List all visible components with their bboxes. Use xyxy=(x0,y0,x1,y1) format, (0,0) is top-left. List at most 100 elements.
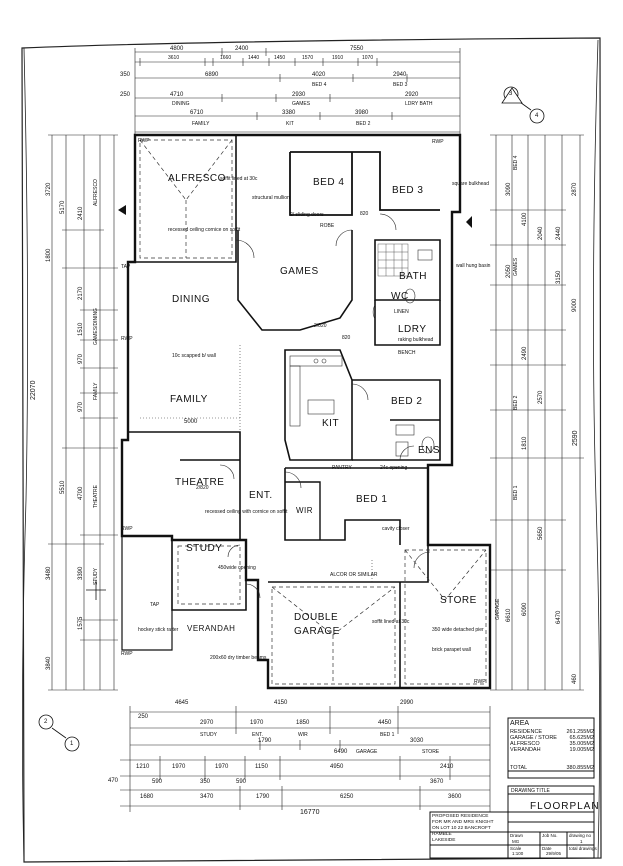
right-label-bed2: BED 2 xyxy=(513,395,519,410)
room-label-bed3: BED 3 xyxy=(392,185,424,196)
top-dim-r2-3: 1440 xyxy=(248,55,260,61)
note-soffit-garage: soffit lined at 30c xyxy=(372,619,410,625)
bottom-dim-1970-a: 1970 xyxy=(172,764,186,770)
note-structural-mullion: structural mullion xyxy=(252,195,290,201)
bottom-dim-6490: 6490 xyxy=(334,749,348,755)
room-label-wir: WIR xyxy=(296,506,314,515)
left-label-games-dining: GAMES/DINING xyxy=(93,308,99,345)
bottom-dim-4150: 4150 xyxy=(274,700,288,706)
top-dim-r2-6: 1910 xyxy=(332,55,344,61)
project-line-2: FOR MR AND MRS KNIGHT xyxy=(432,819,494,825)
note-rwp-3: RWP xyxy=(121,336,133,342)
bottom-dim-total: 16770 xyxy=(300,809,320,816)
note-raking-bulkhead: raking bulkhead xyxy=(398,337,434,343)
bottom-dim-350: 350 xyxy=(200,779,211,785)
bottom-dimension-lines xyxy=(120,706,491,812)
area-row-name: ALFRESCO xyxy=(510,741,540,747)
bottom-dim-1970: 1970 xyxy=(250,720,264,726)
section-marker-bottom-left xyxy=(38,714,80,752)
bottom-dim-2990: 2990 xyxy=(400,700,414,706)
top-dim-3380: 3380 xyxy=(282,110,296,116)
door-swings xyxy=(219,213,431,599)
room-label-bed4: BED 4 xyxy=(313,177,345,188)
bottom-dim-3670: 3670 xyxy=(430,779,444,785)
date-value: 29/9/05 xyxy=(546,851,562,856)
drawing-no-value: 1 xyxy=(580,839,583,844)
bottom-dim-1970-b: 1970 xyxy=(215,764,229,770)
right-dim-2570: 2570 xyxy=(538,390,544,404)
left-label-family: FAMILY xyxy=(93,382,99,400)
area-row-value: 19.005M2 xyxy=(569,747,594,753)
note-cavity-closer: cavity closer xyxy=(382,526,410,532)
note-door-820-a: 820 xyxy=(360,211,369,217)
section-marker-top-right xyxy=(501,86,545,124)
note-opening-24c: 24c opening xyxy=(380,465,408,471)
room-label-theatre: THEATRE xyxy=(175,477,225,488)
room-label-ens: ENS xyxy=(418,445,441,456)
note-pantry: PANTRY xyxy=(332,465,352,471)
top-dim-2940: 2940 xyxy=(393,72,407,78)
room-label-family: FAMILY xyxy=(170,394,208,405)
room-label-study: STUDY xyxy=(186,543,223,554)
area-total-label: TOTAL xyxy=(510,765,528,771)
top-dim-r2-2: 1660 xyxy=(220,55,232,61)
top-dim-7550: 7550 xyxy=(350,46,364,52)
bottom-label-garage: GARAGE xyxy=(356,749,378,755)
project-line-1: PROPOSED RESIDENCE xyxy=(432,814,489,819)
area-total-value: 380.855M2 xyxy=(566,765,594,771)
bottom-dim-2970: 2970 xyxy=(200,720,214,726)
bottom-dim-3600: 3600 xyxy=(448,794,462,800)
drawn-value: MG xyxy=(512,839,520,844)
room-label-store: STORE xyxy=(440,595,477,606)
note-door-820-b: 820 xyxy=(342,335,351,341)
bottom-dim-1850: 1850 xyxy=(296,720,310,726)
area-row-value: 65.625M2 xyxy=(569,735,594,741)
note-soffit-alfresco: soffit lined at 30c xyxy=(220,176,258,182)
note-rwp-5: RWP xyxy=(121,651,133,657)
right-dim-5650: 5650 xyxy=(538,526,544,540)
bottom-label-store: STORE xyxy=(422,749,440,755)
bottom-dim-250: 250 xyxy=(138,714,149,720)
bottom-dim-6250: 6250 xyxy=(340,794,354,800)
left-dim-1510: 1510 xyxy=(78,322,84,336)
top-dim-label-bed3: BED 3 xyxy=(393,82,408,88)
area-row-value: 261.255M2 xyxy=(566,729,594,735)
room-label-bed1: BED 1 xyxy=(356,494,388,505)
top-dim-r2-7: 1070 xyxy=(362,55,374,61)
top-dim-r2-5: 1570 xyxy=(302,55,314,61)
note-rwp-1: RWP xyxy=(138,138,150,144)
top-dim-small-250: 250 xyxy=(120,92,131,98)
top-dim-4710: 4710 xyxy=(170,92,184,98)
bottom-label-wir: WIR xyxy=(298,732,308,738)
title-block-frames xyxy=(429,717,595,859)
date-label: Date xyxy=(542,846,552,851)
bottom-label-study: STUDY xyxy=(200,732,217,738)
ensuite-fixtures xyxy=(395,424,435,457)
roof-hidden-lines xyxy=(139,139,487,685)
right-label-garage: GARAGE xyxy=(495,598,501,620)
room-label-kit: KIT xyxy=(322,418,340,429)
bottom-dim-3030: 3030 xyxy=(410,738,424,744)
note-sliding-doors: 2/ sliding doors xyxy=(290,212,324,218)
note-robe-bed4: ROBE xyxy=(320,223,335,229)
right-dim-2440: 2440 xyxy=(556,226,562,240)
wc-fixture xyxy=(404,249,433,304)
room-label-ent: ENT. xyxy=(249,490,273,501)
section-marker-1: 1 xyxy=(70,741,74,747)
left-dim-2410: 2410 xyxy=(78,206,84,220)
note-alcor: ALCOR OR SIMILAR xyxy=(330,572,378,578)
note-wall-hung-basin: wall hung basin xyxy=(456,263,491,269)
bottom-dim-4645: 4645 xyxy=(175,700,189,706)
left-dim-970: 970 xyxy=(78,353,84,364)
note-rwp-4: RWP xyxy=(121,526,133,532)
right-dim-1810: 1810 xyxy=(522,436,528,450)
room-label-bed2: BED 2 xyxy=(391,396,423,407)
left-dim-3390: 3390 xyxy=(78,566,84,580)
area-row-name: GARAGE / STORE xyxy=(510,735,557,741)
bottom-label-bed1: BED 1 xyxy=(380,732,395,738)
bottom-dim-4950: 4950 xyxy=(330,764,344,770)
right-dim-3090: 3090 xyxy=(506,182,512,196)
right-dim-2590: 2590 xyxy=(572,430,579,446)
